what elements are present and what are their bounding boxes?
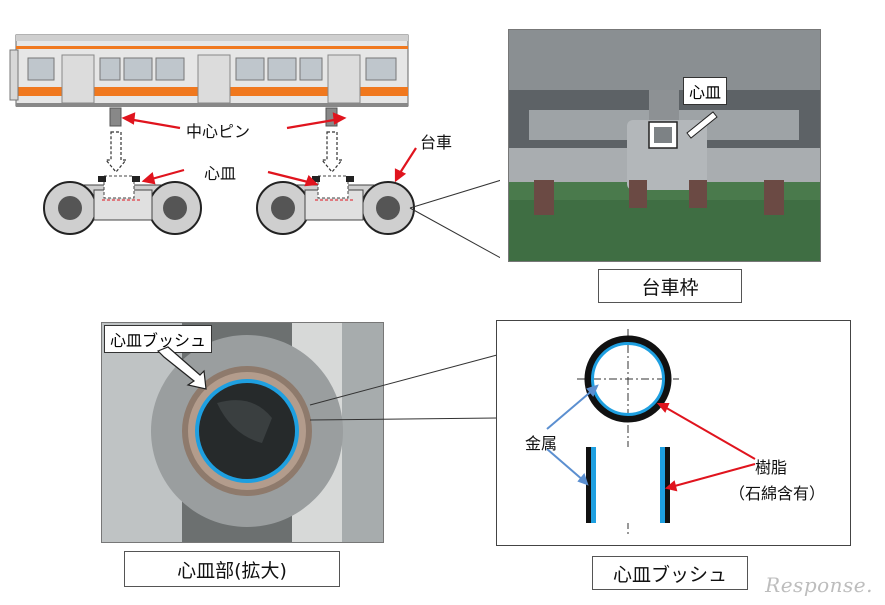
train-bogie-illustration bbox=[9, 34, 500, 259]
train-car bbox=[9, 34, 409, 107]
bogie-right bbox=[256, 175, 415, 235]
metal-label: 金属 bbox=[525, 434, 558, 453]
center-plate-label: 心皿 bbox=[204, 164, 237, 183]
photo-center-plate-callout: 心皿 bbox=[683, 77, 728, 105]
resin-label: 樹脂 bbox=[755, 458, 788, 477]
bogie-frame-caption: 台車枠 bbox=[598, 269, 742, 303]
center-pin-left bbox=[109, 107, 122, 127]
bogie-label: 台車 bbox=[420, 133, 453, 152]
bushing-callout: 心皿ブッシュ bbox=[104, 325, 213, 353]
bushing-diagram-panel: 金属 樹脂 （石綿含有） bbox=[496, 320, 851, 546]
center-pin-label: 中心ピン bbox=[186, 122, 251, 141]
bushing-callout-arrow bbox=[156, 346, 207, 390]
bogie-frame-photo bbox=[508, 29, 821, 262]
resin-asbestos-note: （石綿含有） bbox=[729, 484, 826, 503]
watermark-logo: Response. bbox=[765, 573, 873, 597]
bushing-caption: 心皿ブッシュ bbox=[592, 556, 748, 590]
bogie-left bbox=[43, 175, 202, 235]
bushing-connector-lines bbox=[309, 354, 498, 421]
enlarged-caption: 心皿部(拡大) bbox=[124, 551, 340, 587]
